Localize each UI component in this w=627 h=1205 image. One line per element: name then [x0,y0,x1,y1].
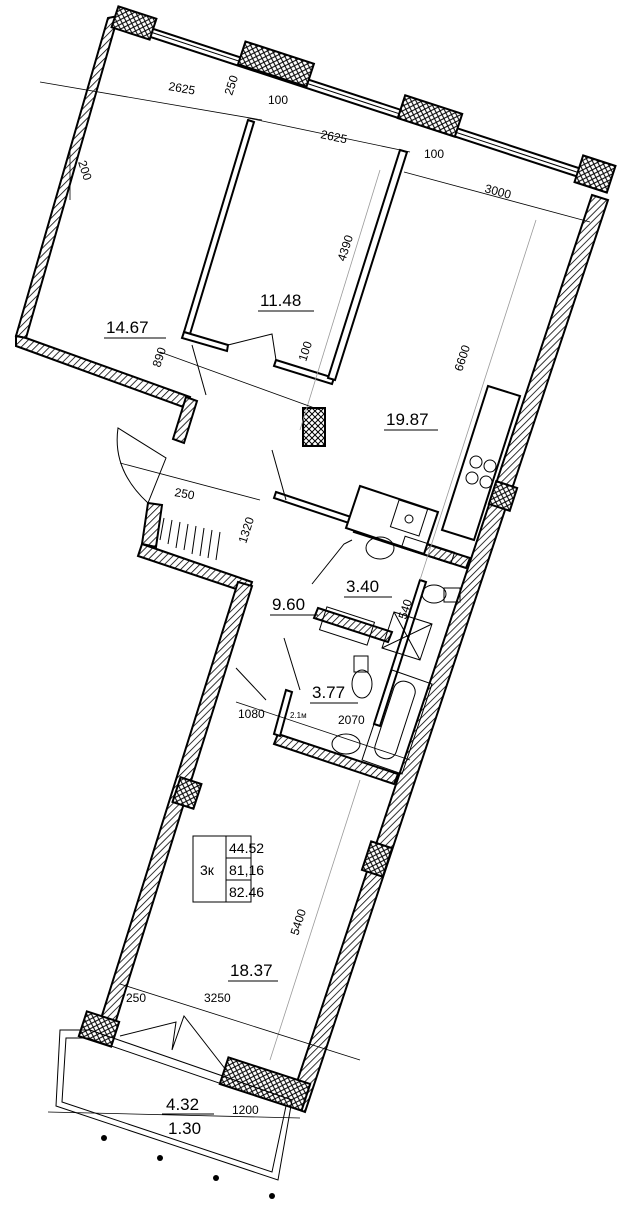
dim-3250: 3250 [204,991,231,1005]
partition-wc-left [272,688,294,738]
room-area-5: 9.60 [272,595,305,614]
door-balcony [119,1014,227,1071]
dim-250-top: 250 [222,73,242,97]
partition-bed2-living [326,148,409,382]
summary-rooms: 3к [200,862,215,878]
partitions [180,118,522,786]
dim-6600: 6600 [452,343,474,373]
room-labels: 14.67 11.48 19.87 3.40 9.60 3.77 18.37 4… [104,291,438,1138]
dim-door-height: 2.1м [290,711,307,720]
wall-hall-left [136,542,254,595]
dim-1080: 1080 [238,707,265,721]
column-top-left [110,5,158,41]
column-right-upper [487,479,519,513]
partition-bed1-bed2 [182,118,256,336]
entry-storage-lines [159,517,221,561]
dim-100-partition: 100 [296,339,316,363]
dim-890: 890 [150,345,170,369]
wall-entry-lower [140,501,164,549]
room-area-7: 18.37 [230,961,273,980]
toilet-icon [351,655,373,699]
balcony [55,1029,293,1199]
wall-bedroom-bottom [15,334,192,410]
dim-100-top-left: 100 [268,93,288,107]
room-area-3: 19.87 [386,410,429,429]
wall-wc-bottom [272,732,400,786]
wall-left-upper [14,14,120,340]
dim-2070: 2070 [338,713,365,727]
balcony-area: 4.32 [166,1095,199,1114]
dim-2625-left: 2625 [167,79,196,97]
fixtures [159,455,497,775]
door-living [271,449,287,501]
radiator-hall-icon [318,606,376,646]
dim-540: 540 [396,597,416,621]
balcony-outline [55,1029,293,1181]
wall-entry-stub [171,395,199,445]
dim-250-entry: 250 [173,485,195,502]
balcony-reduced-area: 1.30 [168,1119,201,1138]
dim-3000: 3000 [483,181,513,202]
summary-total-with-balcony: 82.46 [229,884,264,900]
column-partition [302,407,326,447]
dim-5400: 5400 [288,907,310,937]
dim-100-top-right: 100 [424,147,444,161]
kitchen-counter [440,384,522,542]
partition-bed2-bottom [180,330,230,353]
dimension-lines [39,81,591,1119]
partition-bath-divider [372,578,428,728]
partition-bed2-bottom-right [272,358,336,386]
dim-1200: 1200 [232,1103,259,1117]
doors [116,333,353,1071]
summary-total-area: 81,16 [229,862,264,878]
stove-icon [465,455,497,489]
room-area-1: 14.67 [106,318,149,337]
dim-200: 200 [75,159,95,183]
dim-1320: 1320 [236,515,258,545]
column-right-mid [360,840,394,878]
wall-wc-top [312,606,394,644]
room-area-6: 3.77 [312,683,345,702]
washbasin-icon [365,536,395,560]
room-area-2: 11.48 [260,291,301,310]
exterior-walls [14,14,610,1114]
column-left-mid [171,775,203,811]
toilet-bath-icon [421,584,461,604]
door-bed2 [227,333,277,361]
dim-2625-mid: 2625 [319,127,348,146]
door-wc [283,637,301,691]
summary-living-area: 44.52 [229,840,264,856]
door-entry-swing [116,427,167,504]
washbasin-wc-icon [331,733,361,755]
door-hall [235,667,267,701]
column-top-mid [236,40,316,88]
wall-right-long [287,193,610,1114]
area-summary-table: 3к 44.52 81,16 82.46 [192,835,264,903]
bathtub-icon [361,669,433,775]
door-bath [311,539,353,585]
radiator-bath-icon [400,535,456,565]
kitchen-sink-icon [389,499,429,537]
column-corner [573,154,617,194]
columns [77,5,617,1112]
shower-icon [381,611,433,661]
kitchen-counter-lower [344,484,440,556]
dim-250-lower: 250 [126,991,146,1005]
door-bed1 [191,344,207,396]
column-top-right [396,94,464,138]
room-area-4: 3.40 [346,577,379,596]
